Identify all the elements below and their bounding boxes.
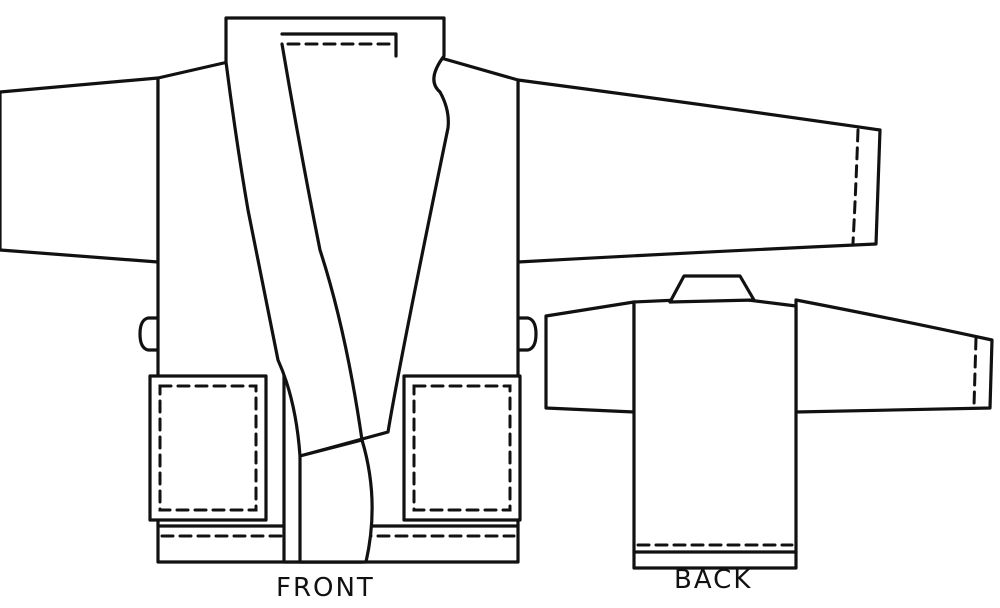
back-right-sleeve [794, 298, 994, 414]
front-left-sleeve [0, 76, 160, 264]
collar-inner-edge [280, 42, 364, 442]
front-right-cuff-stitching [851, 128, 860, 245]
front-left-belt-loop [138, 316, 162, 352]
front-right-pocket [402, 374, 522, 522]
front-left-pocket-stitching [158, 384, 258, 512]
front-shawl-collar [224, 16, 450, 458]
front-right-pocket-stitching [412, 384, 512, 512]
back-right-cuff-stitching [972, 336, 978, 408]
back-body [632, 298, 798, 570]
front-right-sleeve [516, 78, 882, 264]
front-label: FRONT [276, 573, 375, 603]
back-left-sleeve [544, 300, 636, 414]
back-collar [668, 274, 756, 304]
back-label: BACK [674, 565, 752, 595]
front-left-overlap [298, 438, 374, 564]
front-right-belt-loop [514, 316, 538, 352]
back-view: BACK [544, 274, 994, 595]
front-view: FRONT [0, 16, 882, 603]
back-neck-band [280, 32, 398, 58]
front-left-pocket [148, 374, 268, 522]
